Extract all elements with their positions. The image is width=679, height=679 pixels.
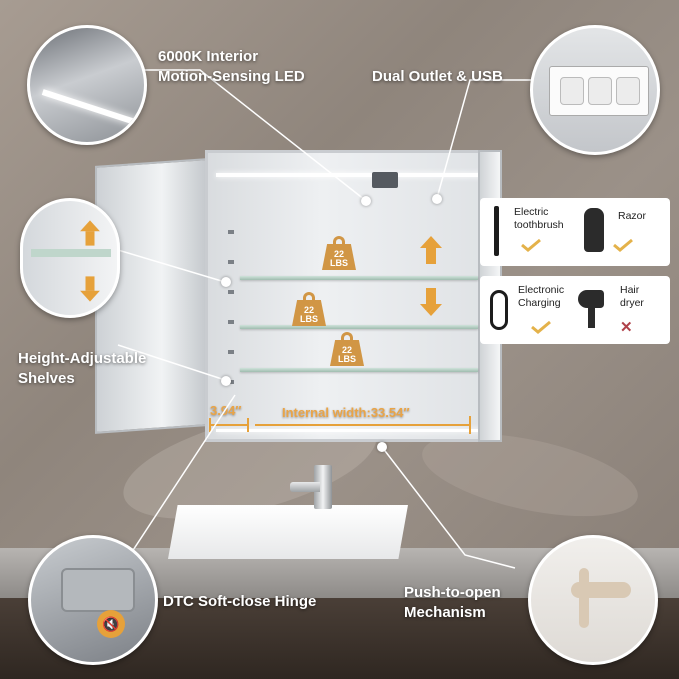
glass-shelf	[240, 368, 478, 372]
shelves-callout: Height-Adjustable Shelves	[18, 349, 146, 389]
hotspot-dot	[221, 277, 231, 287]
hotspot-dot	[377, 442, 387, 452]
shelf-pin-rail	[228, 230, 234, 390]
depth-dimension: 3.94″	[210, 403, 242, 418]
weight-unit: LBS	[338, 354, 356, 364]
weight-value: 22	[341, 345, 352, 355]
charging-cable-icon	[490, 290, 508, 330]
toothbrush-icon	[494, 206, 499, 256]
arrow-up-icon	[420, 236, 442, 264]
faucet	[314, 465, 332, 509]
hotspot-dot	[221, 376, 231, 386]
faucet-spout	[290, 482, 320, 492]
weight-unit: LBS	[300, 314, 318, 324]
hinge-detail-inset: 🔇	[28, 535, 158, 665]
push-open-detail-inset	[528, 535, 658, 665]
mute-icon: 🔇	[97, 610, 125, 638]
cross-icon: ✕	[620, 319, 633, 336]
shelves-callout-line2: Shelves	[18, 370, 75, 387]
push-callout-line2: Mechanism	[404, 604, 486, 621]
check-icon	[613, 238, 633, 252]
medicine-cabinet	[205, 150, 495, 442]
hair-dryer-icon	[578, 290, 604, 308]
led-detail-inset	[27, 25, 147, 145]
glass-shelf	[240, 325, 478, 329]
width-dimension: Internal width:33.54″	[282, 405, 410, 420]
hair-dryer-handle	[588, 306, 595, 328]
motion-sensor	[372, 172, 398, 188]
led-callout: 6000K Interior Motion-Sensing LED	[158, 47, 305, 87]
bottom-led-strip	[216, 429, 486, 432]
glass-shelf	[240, 276, 478, 280]
arrow-up-icon	[80, 220, 100, 246]
vessel-sink	[168, 505, 408, 559]
push-callout: Push-to-open Mechanism	[404, 583, 501, 623]
push-callout-line1: Push-to-open	[404, 584, 501, 601]
razor-icon	[584, 208, 604, 252]
hotspot-dot	[361, 196, 371, 206]
razor-label: Razor	[618, 210, 647, 222]
shelves-callout-line1: Height-Adjustable	[18, 350, 147, 367]
weight-value: 22	[333, 249, 344, 259]
hotspot-dot	[432, 194, 442, 204]
arrow-down-icon	[80, 276, 100, 302]
shelf-detail-inset	[20, 198, 120, 318]
outlet-detail-inset	[530, 25, 660, 155]
hinge-callout: DTC Soft-close Hinge	[163, 593, 317, 610]
check-icon	[531, 320, 551, 334]
led-callout-line1: 6000K Interior	[158, 48, 259, 65]
arrow-down-icon	[420, 288, 442, 316]
weight-value: 22	[303, 305, 314, 315]
outlet-callout: Dual Outlet & USB	[372, 68, 503, 85]
top-led-strip	[216, 173, 486, 177]
check-icon	[521, 238, 541, 252]
weight-unit: LBS	[330, 258, 348, 268]
outlet-plate	[549, 66, 649, 116]
led-callout-line2: Motion-Sensing LED	[158, 68, 305, 85]
cabinet-open-door	[95, 158, 207, 434]
